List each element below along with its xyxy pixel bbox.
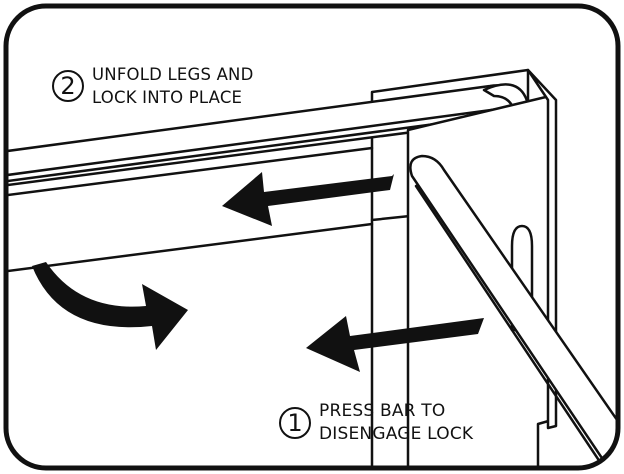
lower-rail-edge: [6, 146, 374, 198]
step-2-callout: 2 UNFOLD LEGS AND LOCK INTO PLACE: [52, 62, 254, 109]
lower-rail-panel: [6, 222, 372, 468]
step-1-line-2: DISENGAGE LOCK: [319, 424, 474, 444]
top-rail-highlight: [6, 106, 508, 178]
release-bar: [409, 154, 618, 468]
lower-rail-bottom-edge: [6, 222, 374, 274]
release-bar-bottom: [414, 184, 606, 468]
arrow-lower-left: [306, 316, 484, 372]
frame-border: [3, 3, 621, 471]
arrow-curved-unfold: [32, 262, 188, 350]
step-2-line-2: LOCK INTO PLACE: [92, 88, 243, 107]
step-1-number: 1: [279, 407, 311, 439]
step-1-callout: 1 PRESS BAR TO DISENGAGE LOCK: [279, 400, 473, 446]
step-1-line-1: PRESS BAR TO: [319, 401, 446, 421]
arrow-upper-left: [222, 172, 394, 226]
step-2-line-1: UNFOLD LEGS AND: [92, 65, 254, 84]
step-2-text: UNFOLD LEGS AND LOCK INTO PLACE: [92, 63, 254, 109]
step-1-text: PRESS BAR TO DISENGAGE LOCK: [319, 400, 473, 446]
step-2-number: 2: [52, 69, 84, 102]
